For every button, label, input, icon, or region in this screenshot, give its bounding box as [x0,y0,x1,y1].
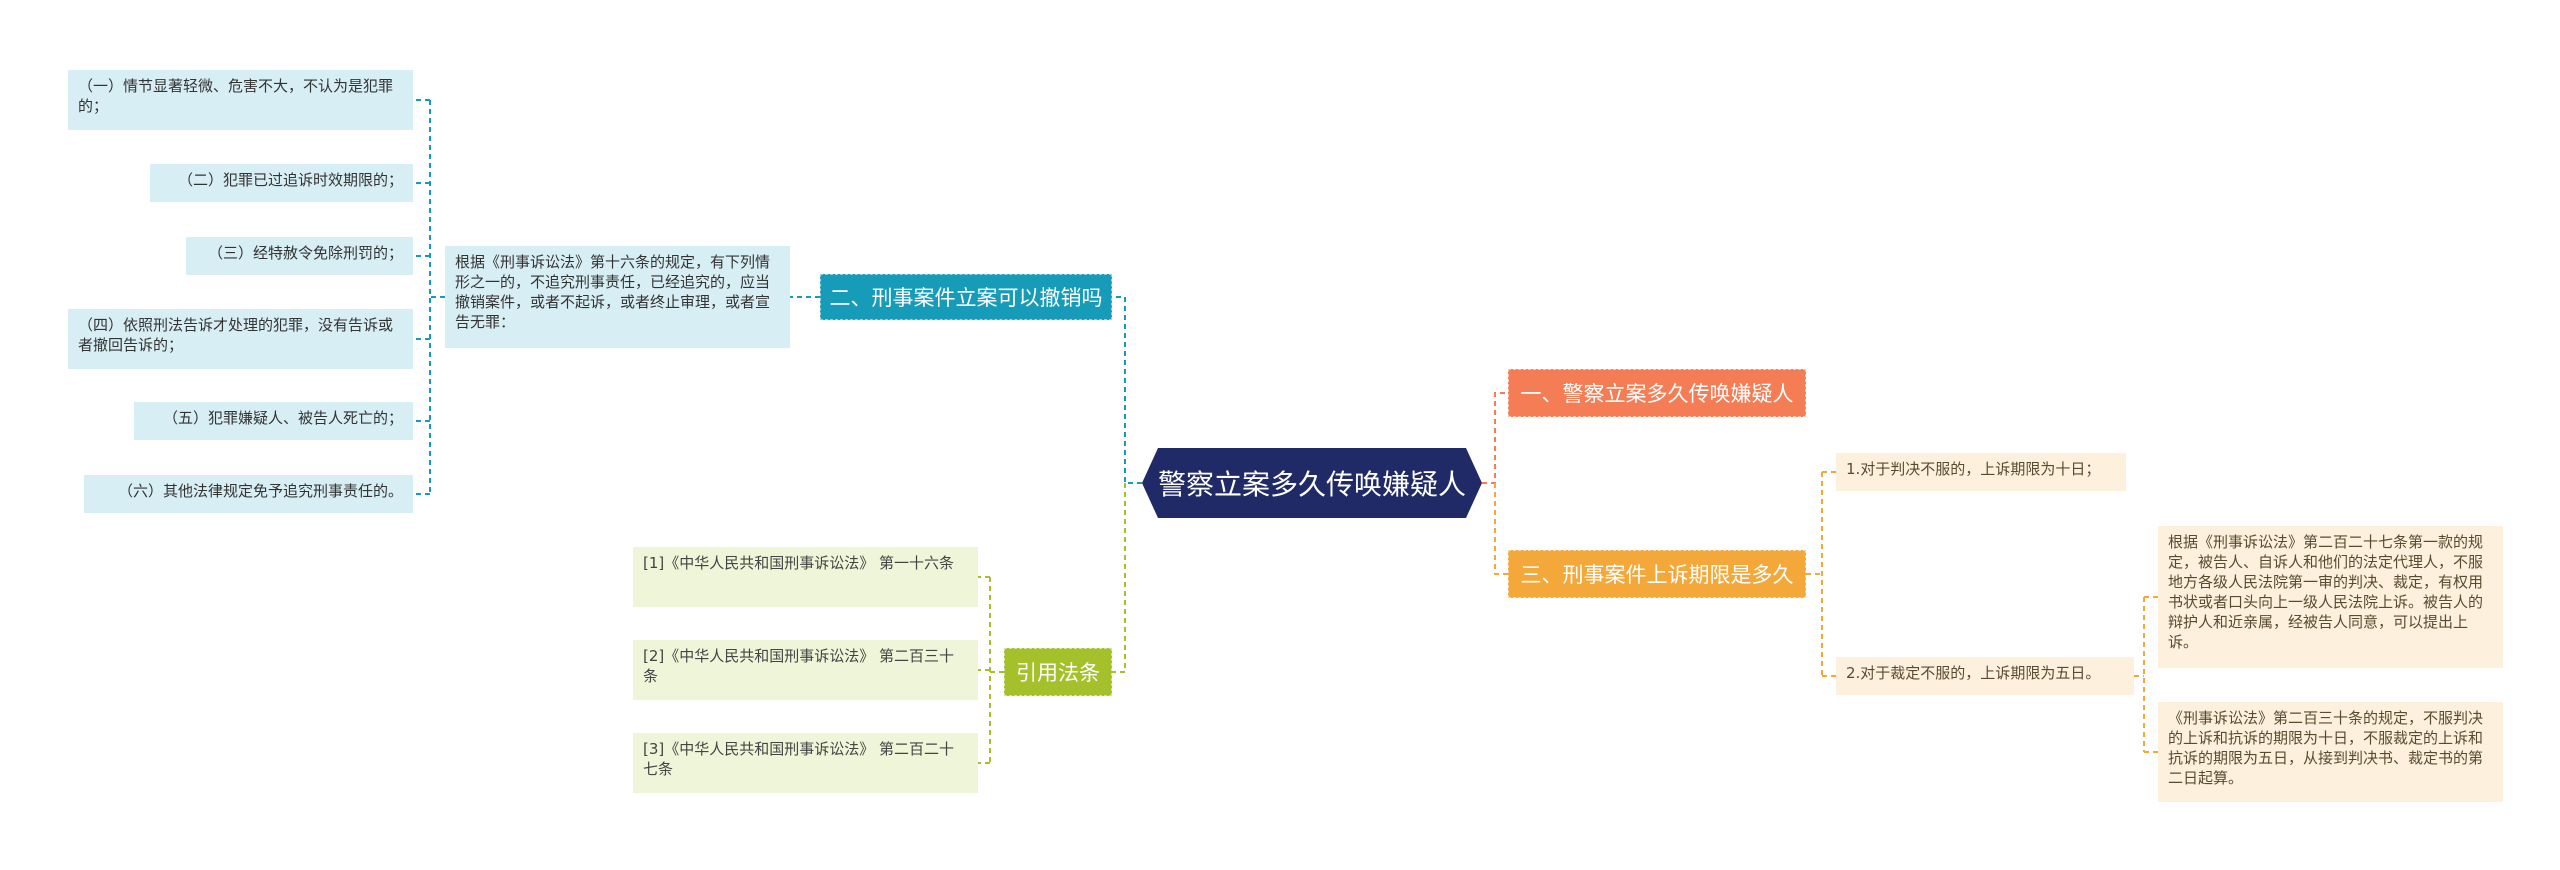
cite-item-2[interactable]: [2]《中华人民共和国刑事诉讼法》 第二百三十条 [633,640,978,700]
branch-summon-time[interactable]: 一、警察立案多久传唤嫌疑人 [1508,369,1806,417]
revoke-item-6[interactable]: （六）其他法律规定免予追究刑事责任的。 [84,475,413,513]
appeal-judgment-period[interactable]: 1.对于判决不服的，上诉期限为十日； [1836,453,2126,491]
revoke-item-4[interactable]: （四）依照刑法告诉才处理的犯罪，没有告诉或者撤回告诉的； [68,309,413,369]
revoke-item-5[interactable]: （五）犯罪嫌疑人、被告人死亡的； [134,402,413,440]
revoke-item-3[interactable]: （三）经特赦令免除刑罚的； [186,237,413,275]
root-topic[interactable]: 警察立案多久传唤嫌疑人 [1142,448,1482,518]
cite-item-3[interactable]: [3]《中华人民共和国刑事诉讼法》 第二百二十七条 [633,733,978,793]
branch-appeal-period[interactable]: 三、刑事案件上诉期限是多久 [1508,550,1806,598]
revoke-item-1[interactable]: （一）情节显著轻微、危害不大，不认为是犯罪的； [68,70,413,130]
appeal-ruling-period[interactable]: 2.对于裁定不服的，上诉期限为五日。 [1836,657,2134,695]
branch-cited-statutes[interactable]: 引用法条 [1004,648,1112,696]
cite-item-1[interactable]: [1]《中华人民共和国刑事诉讼法》 第一十六条 [633,547,978,607]
appeal-detail-article-230[interactable]: 《刑事诉讼法》第二百三十条的规定，不服判决的上诉和抗诉的期限为十日，不服裁定的上… [2158,702,2503,802]
appeal-detail-article-227[interactable]: 根据《刑事诉讼法》第二百二十七条第一款的规定，被告人、自诉人和他们的法定代理人，… [2158,526,2503,668]
branch-revoke-case[interactable]: 二、刑事案件立案可以撤销吗 [820,274,1112,320]
revoke-item-2[interactable]: （二）犯罪已过追诉时效期限的； [150,164,413,202]
revoke-intro-text[interactable]: 根据《刑事诉讼法》第十六条的规定，有下列情形之一的，不追究刑事责任，已经追究的，… [445,246,790,348]
